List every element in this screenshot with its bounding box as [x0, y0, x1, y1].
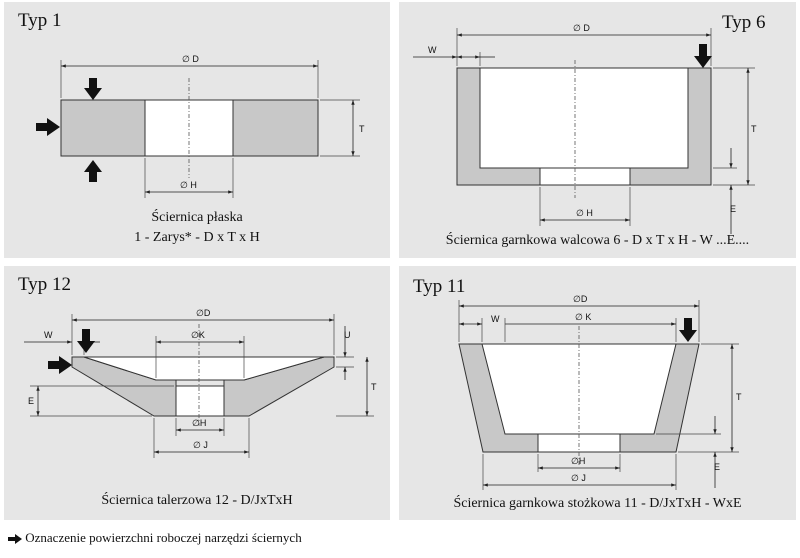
dim-h-label: ∅H [571, 456, 585, 466]
cup-cavity [479, 67, 689, 169]
dim-d-label: ∅ D [573, 23, 590, 33]
dim-h-label: ∅ H [576, 208, 593, 218]
dim-d-label: ∅D [196, 308, 211, 318]
dim-e-label: E [714, 462, 720, 472]
dim-j-label: ∅ J [571, 473, 586, 483]
panel-typ-1: Typ 1 ∅ D T ∅ H Ściernica płaska 1 - Zar… [4, 2, 390, 258]
panel-title: Typ 6 [722, 12, 766, 33]
caption-line-1: Ściernica garnkowa stożkowa 11 - D/JxTxH… [453, 496, 742, 511]
panel-title: Typ 12 [18, 274, 72, 295]
black-arrow-icon [36, 118, 60, 136]
black-arrow-icon [8, 534, 22, 545]
diagram-typ-12: ∅D ∅K W U T E ∅H ∅ J [24, 308, 377, 458]
dim-k-label: ∅K [191, 330, 205, 340]
panel-typ-12: Typ 12 ∅D ∅K W U T E [4, 266, 390, 520]
diagram-typ-1: ∅ D T ∅ H [36, 54, 365, 198]
dim-h-label: ∅ H [180, 180, 197, 190]
dim-e-label: E [730, 204, 736, 214]
diagram-typ-6: ∅ D W T E ∅ H [413, 23, 757, 234]
dim-t-label: T [371, 382, 377, 392]
dim-e-label: E [28, 396, 34, 406]
caption-line-1: Ściernica płaska [151, 210, 243, 225]
panel-typ-6: Typ 6 ∅ D W T E ∅ H Ściernica ga [399, 2, 796, 258]
dim-j-label: ∅ J [193, 440, 208, 450]
caption-line-2: 1 - Zarys* - D x T x H [134, 230, 260, 245]
dim-t-label: T [736, 392, 742, 402]
panel-title: Typ 1 [18, 10, 62, 31]
dim-t-label: T [751, 124, 757, 134]
black-arrow-icon [84, 78, 102, 100]
dim-w-label: W [491, 314, 500, 324]
legend: Oznaczenie powierzchni roboczej narzędzi… [8, 530, 302, 546]
legend-text: Oznaczenie powierzchni roboczej narzędzi… [25, 530, 302, 545]
dim-d-label: ∅ D [182, 54, 199, 64]
section-right [232, 99, 319, 157]
dim-h-label: ∅H [192, 418, 206, 428]
bore [539, 167, 631, 186]
dim-t-label: T [359, 124, 365, 134]
black-arrow-icon [694, 44, 712, 68]
section-left [60, 99, 146, 157]
dim-d-label: ∅D [573, 294, 588, 304]
caption-line-1: Ściernica talerzowa 12 - D/JxTxH [101, 493, 293, 508]
dim-k-label: ∅ K [575, 312, 591, 322]
dim-w-label: W [428, 45, 437, 55]
dim-w-label: W [44, 330, 53, 340]
bore [175, 385, 225, 417]
panel-typ-11: Typ 11 ∅D ∅ K W T E ∅H [399, 266, 796, 520]
black-arrow-icon [48, 356, 72, 374]
dim-u-label: U [344, 330, 351, 340]
black-arrow-icon [679, 318, 697, 342]
black-arrow-icon [77, 329, 95, 353]
caption-line-1: Ściernica garnkowa walcowa 6 - D x T x H… [445, 233, 750, 248]
black-arrow-icon [84, 160, 102, 182]
diagram-typ-11: ∅D ∅ K W T E ∅H ∅ J [458, 294, 742, 490]
panel-title: Typ 11 [413, 276, 466, 297]
